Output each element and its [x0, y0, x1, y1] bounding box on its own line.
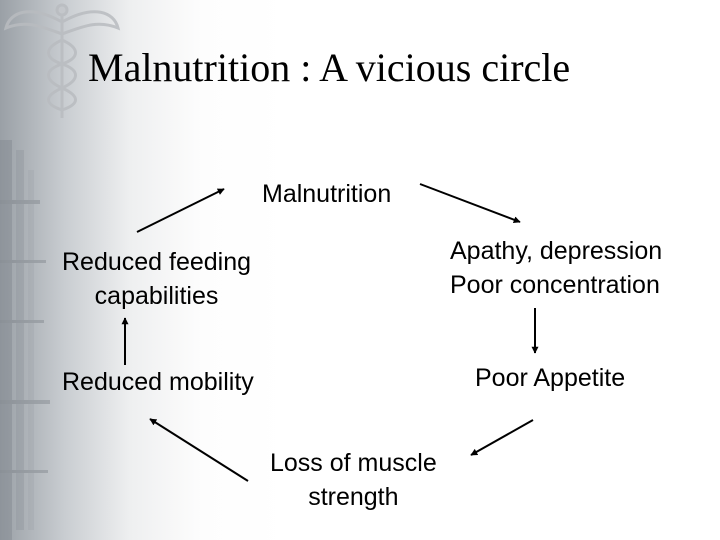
node-malnutrition-label: Malnutrition	[262, 180, 392, 208]
node-muscle-line2: strength	[308, 483, 399, 511]
node-reduced-mobility-label: Reduced mobility	[62, 368, 254, 396]
node-apathy-line1: Apathy, depression	[450, 237, 663, 265]
node-malnutrition: Malnutrition	[262, 177, 391, 211]
node-reduced-feeding: Reduced feeding capabilities	[62, 245, 251, 313]
arrow-appetite-to-muscle	[470, 419, 534, 456]
caduceus-icon	[3, 3, 121, 118]
slide-title: Malnutrition : A vicious circle	[88, 45, 571, 90]
node-poor-appetite: Poor Appetite	[475, 361, 625, 395]
node-feeding-line2: capabilities	[94, 282, 219, 310]
background-texture	[0, 140, 50, 540]
node-loss-of-muscle: Loss of muscle strength	[270, 446, 437, 514]
node-reduced-mobility: Reduced mobility	[62, 365, 254, 399]
arrow-malnutrition-to-apathy	[419, 183, 521, 224]
node-apathy-depression: Apathy, depression Poor concentration	[450, 234, 662, 302]
arrow-muscle-to-mobility	[149, 418, 249, 482]
node-apathy-line2: Poor concentration	[450, 271, 660, 299]
arrow-feeding-to-malnutrition	[136, 188, 225, 233]
node-poor-appetite-label: Poor Appetite	[475, 364, 626, 392]
node-feeding-line1: Reduced feeding	[62, 248, 252, 276]
node-muscle-line1: Loss of muscle	[270, 449, 437, 477]
